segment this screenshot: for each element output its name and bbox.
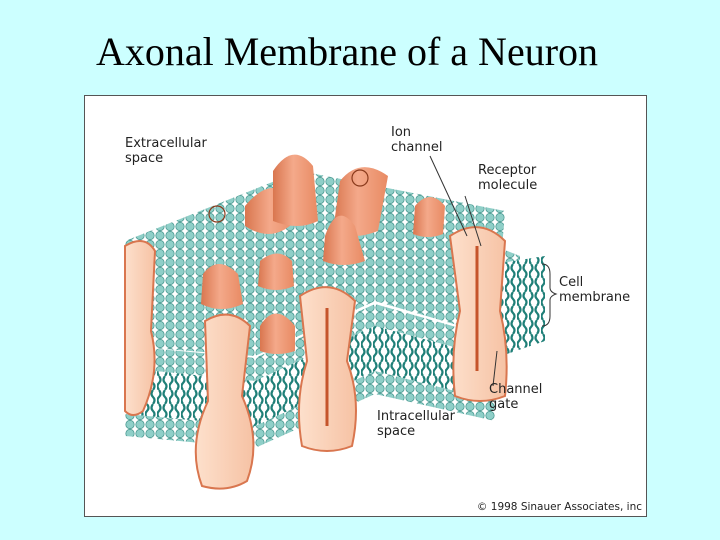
label-receptor-molecule: Receptor molecule <box>478 163 538 193</box>
lipid-bilayer-top <box>125 171 505 356</box>
label-ion-channel: Ion channel <box>391 125 443 155</box>
slide-title: Axonal Membrane of a Neuron <box>95 29 599 74</box>
ion-channels <box>124 226 508 490</box>
label-extracellular-space: Extracellular space <box>125 136 207 166</box>
label-leader-lines <box>429 155 558 387</box>
label-intracellular-space: Intracellular space <box>377 409 456 439</box>
label-channel-gate: Channel gate <box>489 382 543 412</box>
copyright-credit: © 1998 Sinauer Associates, inc <box>476 501 642 513</box>
membrane-illustration <box>124 154 558 490</box>
membrane-proteins <box>201 154 445 354</box>
membrane-figure: Extracellular space Ion channel Receptor… <box>84 95 647 517</box>
label-cell-membrane: Cell membrane <box>559 275 631 305</box>
